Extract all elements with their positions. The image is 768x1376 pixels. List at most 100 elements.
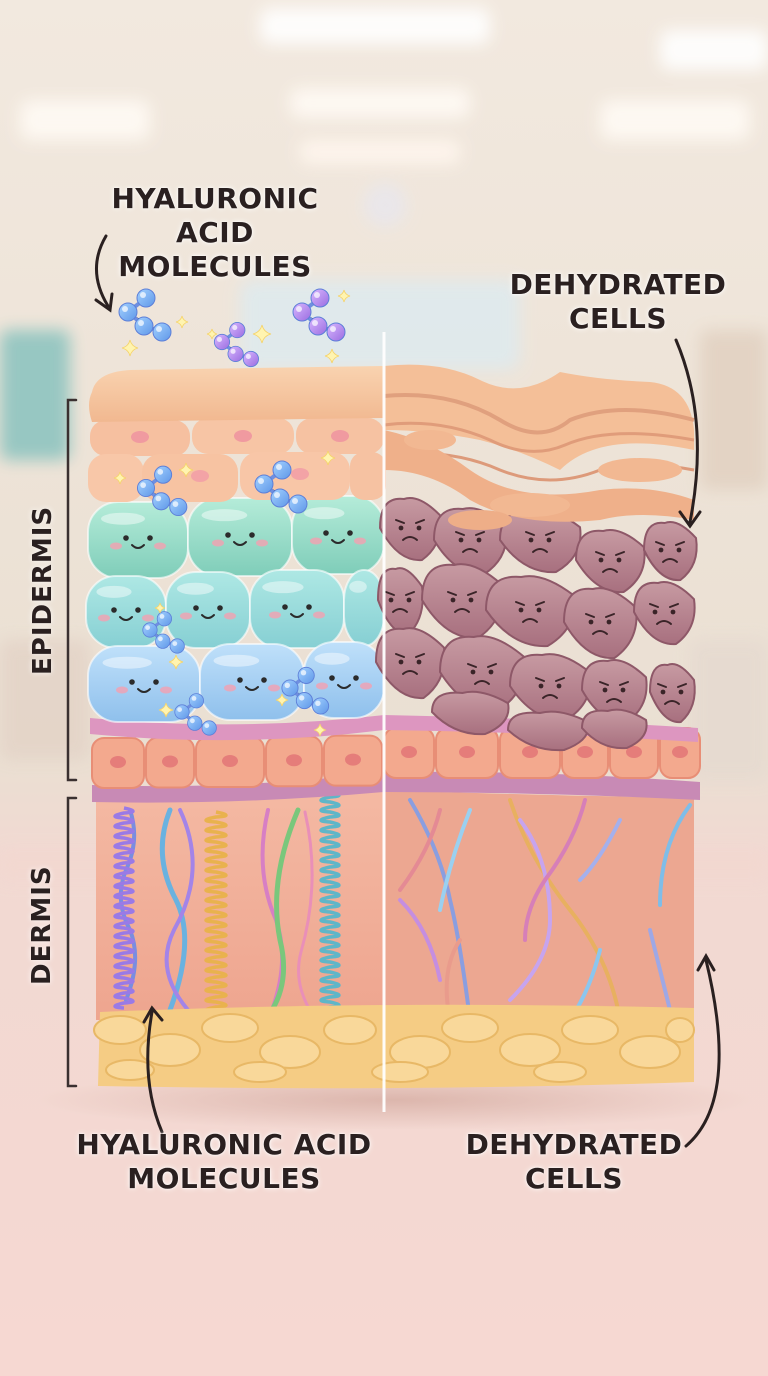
happy-face-icon (180, 605, 236, 620)
basal-cell (195, 735, 265, 788)
basal-cell (265, 735, 323, 788)
sparkle-icon (175, 315, 189, 329)
hydrated-cells-group (85, 495, 385, 723)
happy-face-icon (110, 535, 166, 550)
happy-face-icon (310, 530, 366, 545)
happy-face-icon (316, 675, 372, 690)
sparkle-icon (337, 289, 351, 303)
sad-face-icon (657, 683, 687, 705)
dehydrated-cell (420, 563, 504, 640)
happy-face-icon (269, 604, 325, 619)
sparkle-icon (313, 723, 327, 737)
hydrated-cell (87, 501, 189, 579)
hyaluronic-acid-molecules (118, 288, 346, 736)
hydrated-cell (165, 571, 251, 649)
happy-face-icon (98, 607, 154, 622)
dehydrated-cell (648, 663, 696, 724)
sad-face-icon (455, 531, 485, 553)
sad-face-icon (385, 591, 415, 613)
fat-lobule (371, 1061, 429, 1083)
fat-lobules (93, 1013, 695, 1083)
sad-face-icon (395, 653, 425, 675)
dehydrated-cell (430, 690, 510, 736)
sparkle-icon (252, 324, 272, 344)
basal-cell (435, 727, 499, 779)
fat-lobule (105, 1059, 155, 1081)
happy-face-icon (116, 679, 172, 694)
label-dermis: DERMIS (27, 865, 57, 985)
fat-lobule (233, 1061, 287, 1083)
label-epidermis: EPIDERMIS (28, 505, 58, 675)
sparkle-icon (275, 693, 289, 707)
sad-face-icon (649, 603, 679, 625)
hydrated-cell (291, 495, 385, 575)
sad-face-icon (595, 551, 625, 573)
fat-lobule (139, 1033, 201, 1067)
dehydrated-cell (574, 529, 646, 594)
hyaluronic-acid-molecule-icon (281, 666, 330, 715)
dehydrated-cell (580, 708, 648, 750)
hydrated-cell (343, 569, 385, 647)
elastin-springs (113, 790, 341, 1024)
collagen-elastin-fibers-damaged (398, 798, 692, 1022)
hyaluronic-acid-molecule-icon (118, 288, 172, 342)
dermis-right (384, 790, 694, 1020)
sad-face-icon (585, 613, 615, 635)
dermis-bracket (66, 796, 78, 1088)
hyaluronic-acid-molecule-icon (254, 460, 308, 514)
dehydrated-cell (642, 521, 698, 582)
happy-face-icon (224, 677, 280, 692)
dehydrated-cell (580, 659, 648, 724)
sparkles (113, 289, 351, 737)
sad-face-icon (599, 681, 629, 703)
sparkle-icon (154, 602, 166, 614)
basal-cell (323, 734, 383, 787)
dehydrated-cell (484, 575, 576, 648)
hydrated-cell (87, 645, 201, 723)
elastin-coil (113, 806, 135, 1010)
dehydrated-cell (508, 653, 592, 722)
fat-lobule (259, 1035, 321, 1069)
sad-face-icon (525, 531, 555, 553)
hydrated-cell (85, 575, 167, 649)
curved-arrow-icon (94, 234, 114, 313)
hyaluronic-acid-molecule-icon (136, 465, 188, 517)
fat-lobule (201, 1013, 259, 1043)
sad-face-icon (515, 601, 545, 623)
dehydrated-cell (632, 581, 696, 646)
sad-face-icon (655, 541, 685, 563)
granular-cells-hydrated (88, 418, 386, 502)
fat-lobule (561, 1015, 619, 1045)
basal-cell (145, 736, 195, 789)
dermis-left (96, 790, 384, 1020)
sparkle-icon (324, 348, 340, 364)
basal-cell (383, 727, 435, 779)
elastin-coil (319, 790, 341, 1014)
hyaluronic-acid-molecule-icon (174, 693, 217, 736)
sparkle-icon (320, 450, 336, 466)
curved-arrow-icon (684, 952, 721, 1148)
happy-face-icon (212, 532, 268, 547)
basement-membrane (92, 771, 700, 803)
dehydrated-cell (374, 627, 446, 700)
hyaluronic-acid-molecule-icon (142, 611, 185, 654)
fat-lobule (533, 1061, 587, 1083)
stratum-corneum-smooth (89, 366, 384, 422)
dehydrated-cell (562, 587, 638, 660)
hydrated-cell (249, 569, 345, 649)
sad-face-icon (535, 677, 565, 699)
hydrated-cell (187, 497, 293, 577)
sparkle-icon (121, 339, 139, 357)
basal-cell (91, 737, 145, 789)
fat-lobule (665, 1017, 695, 1043)
epidermis-bracket (66, 398, 78, 782)
fat-lobule (93, 1015, 147, 1045)
fat-lobule (323, 1015, 377, 1045)
fat-lobule (619, 1035, 681, 1069)
curved-arrow-icon (142, 1005, 164, 1134)
